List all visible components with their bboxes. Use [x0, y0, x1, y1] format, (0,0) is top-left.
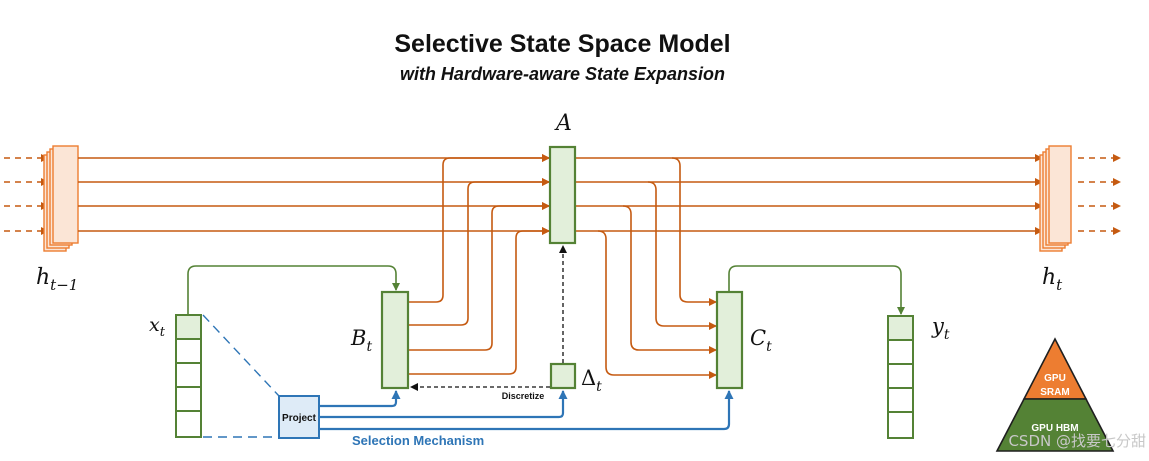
label-c: Ct	[750, 326, 772, 355]
matrix-b	[380, 290, 410, 390]
sram-label-line2: SRAM	[1040, 387, 1069, 398]
state-to-c-lines	[597, 157, 717, 379]
label-a: A	[554, 111, 572, 136]
matrix-a	[548, 145, 577, 245]
state-h-current	[1039, 145, 1072, 252]
diagram-title: Selective State Space Model	[394, 30, 731, 58]
diagram-subtitle: with Hardware-aware State Expansion	[399, 64, 726, 84]
vector-y	[887, 315, 914, 439]
label-delta: Δt	[581, 366, 602, 395]
vector-x	[175, 314, 202, 438]
incoming-state-lines	[4, 154, 49, 235]
selection-mechanism-label: Selection Mechanism	[352, 433, 484, 448]
gpu-memory-pyramid: GPU SRAM GPU HBM	[995, 337, 1115, 452]
input-flow-lines	[187, 265, 905, 315]
hbm-label: GPU HBM	[1031, 423, 1078, 434]
label-h-current: ht	[1042, 265, 1063, 294]
delta-box	[549, 362, 577, 390]
label-x: xt	[149, 314, 166, 340]
label-h-prev: ht−1	[36, 265, 78, 294]
selection-arrows	[319, 390, 734, 431]
watermark: CSDN @找要七分甜	[1008, 432, 1146, 450]
discretize-label: Discretize	[502, 391, 545, 401]
label-y: yt	[931, 314, 950, 343]
project-box	[278, 395, 320, 439]
sram-label-line1: GPU	[1044, 373, 1066, 384]
state-h-prev	[43, 145, 79, 252]
matrix-c	[715, 290, 744, 390]
b-to-state-lines	[408, 154, 550, 375]
discretize-lines	[410, 245, 567, 391]
project-label: Project	[282, 413, 317, 424]
outgoing-state-lines	[1078, 154, 1121, 235]
state-lines	[78, 154, 1043, 235]
projection-dashes	[202, 314, 280, 438]
label-b: Bt	[350, 326, 372, 355]
